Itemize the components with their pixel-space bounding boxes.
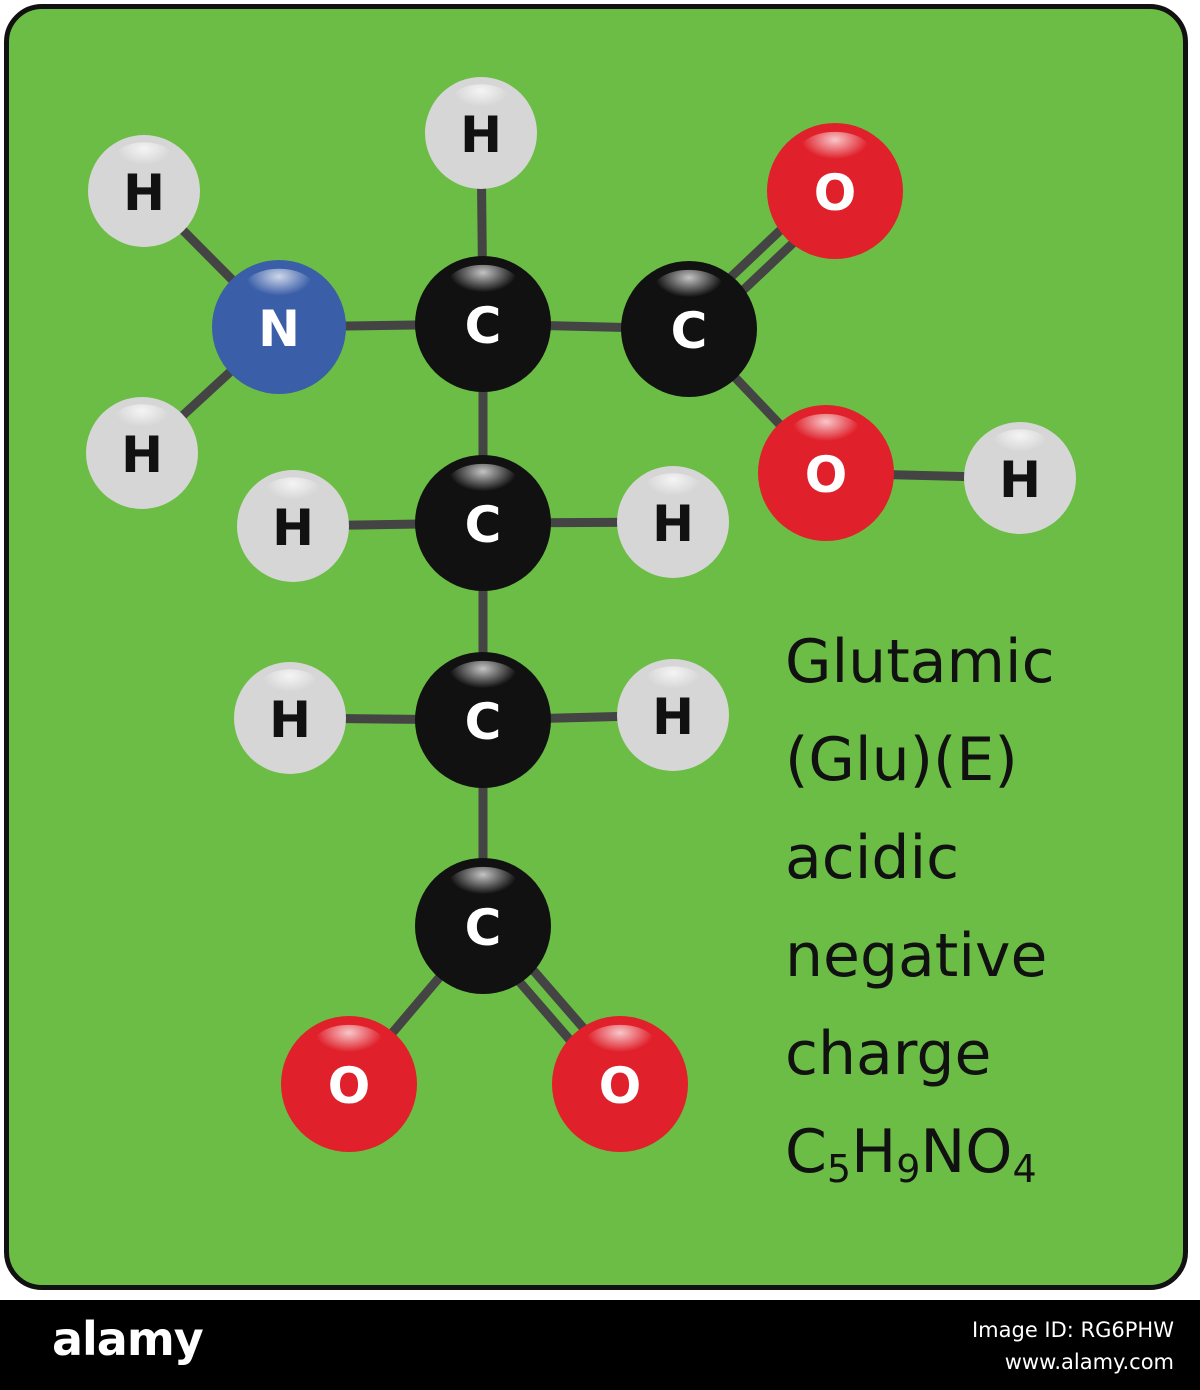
- atom-h-gamma-left: H: [234, 662, 346, 774]
- atom-label: C: [465, 496, 502, 554]
- atom-highlight: [311, 1024, 387, 1069]
- atom-h-beta-right: H: [617, 466, 729, 578]
- amino-acid-charge-line-1: negative: [785, 921, 1048, 991]
- atom-c-delta: C: [415, 858, 551, 994]
- atom-h-gamma-right: H: [617, 659, 729, 771]
- atom-c-carboxyl: C: [621, 261, 757, 397]
- atom-highlight: [111, 404, 173, 441]
- atom-label: H: [121, 426, 163, 484]
- atom-h-beta-left: H: [237, 470, 349, 582]
- atom-o-delta-right: O: [552, 1016, 688, 1152]
- atom-label: H: [999, 451, 1041, 509]
- atom-label: H: [652, 495, 694, 553]
- atom-highlight: [445, 264, 521, 309]
- molecular-formula: C5H9NO4: [785, 1117, 1037, 1191]
- atom-label: O: [805, 446, 848, 504]
- atom-c-beta: C: [415, 455, 551, 591]
- atom-h-n-bot: H: [86, 397, 198, 509]
- image-url: www.alamy.com: [1004, 1350, 1174, 1374]
- atom-highlight: [582, 1024, 658, 1069]
- atom-highlight: [262, 477, 324, 514]
- atom-o-delta-left: O: [281, 1016, 417, 1152]
- atom-label: O: [328, 1057, 371, 1115]
- atom-highlight: [450, 84, 512, 121]
- atom-c-alpha: C: [415, 256, 551, 392]
- atom-label: H: [460, 106, 502, 164]
- atom-highlight: [242, 268, 316, 312]
- amino-acid-card: H H N H C C O O H C H H C H H C O O Glutamic (Glu)(E) aci…: [4, 4, 1188, 1290]
- atom-highlight: [445, 463, 521, 508]
- atom-n: N: [212, 260, 346, 394]
- atom-highlight: [642, 473, 704, 510]
- amino-acid-property: acidic: [785, 823, 960, 893]
- alamy-logo: alamy: [52, 1312, 204, 1366]
- atom-label: C: [671, 302, 708, 360]
- footer-bar: alamy Image ID: RG6PHW www.alamy.com: [0, 1300, 1200, 1390]
- atom-label: O: [599, 1057, 642, 1115]
- atom-highlight: [788, 413, 864, 458]
- atom-highlight: [445, 660, 521, 705]
- atom-h-hydroxyl: H: [964, 422, 1076, 534]
- molecule-diagram: H H N H C C O O H C H H C H H C O O: [86, 77, 1076, 1152]
- atom-label: H: [652, 688, 694, 746]
- amino-acid-charge-line-2: charge: [785, 1019, 992, 1089]
- atom-highlight: [642, 666, 704, 703]
- atom-label: C: [465, 693, 502, 751]
- atom-highlight: [989, 429, 1051, 466]
- atom-highlight: [259, 669, 321, 706]
- atom-label: O: [814, 164, 857, 222]
- image-meta: Image ID: RG6PHW www.alamy.com: [972, 1314, 1174, 1378]
- amino-acid-name: Glutamic: [785, 627, 1055, 697]
- atom-h-n-top: H: [88, 135, 200, 247]
- atom-label: C: [465, 297, 502, 355]
- atom-highlight: [445, 866, 521, 911]
- atom-highlight: [797, 131, 873, 176]
- amino-acid-info: Glutamic (Glu)(E) acidic negative charge…: [785, 613, 1055, 1201]
- atom-o-double: O: [767, 123, 903, 259]
- atom-highlight: [113, 142, 175, 179]
- atom-label: H: [272, 499, 314, 557]
- atom-o-hydroxyl: O: [758, 405, 894, 541]
- atom-c-gamma: C: [415, 652, 551, 788]
- atom-label: N: [258, 300, 300, 358]
- atom-highlight: [651, 269, 727, 314]
- atoms: H H N H C C O O H C H H C H H C O O: [86, 77, 1076, 1152]
- amino-acid-abbreviation: (Glu)(E): [785, 725, 1018, 795]
- atom-label: C: [465, 899, 502, 957]
- image-id: Image ID: RG6PHW: [971, 1318, 1174, 1342]
- atom-label: H: [269, 691, 311, 749]
- atom-h-top: H: [425, 77, 537, 189]
- atom-label: H: [123, 164, 165, 222]
